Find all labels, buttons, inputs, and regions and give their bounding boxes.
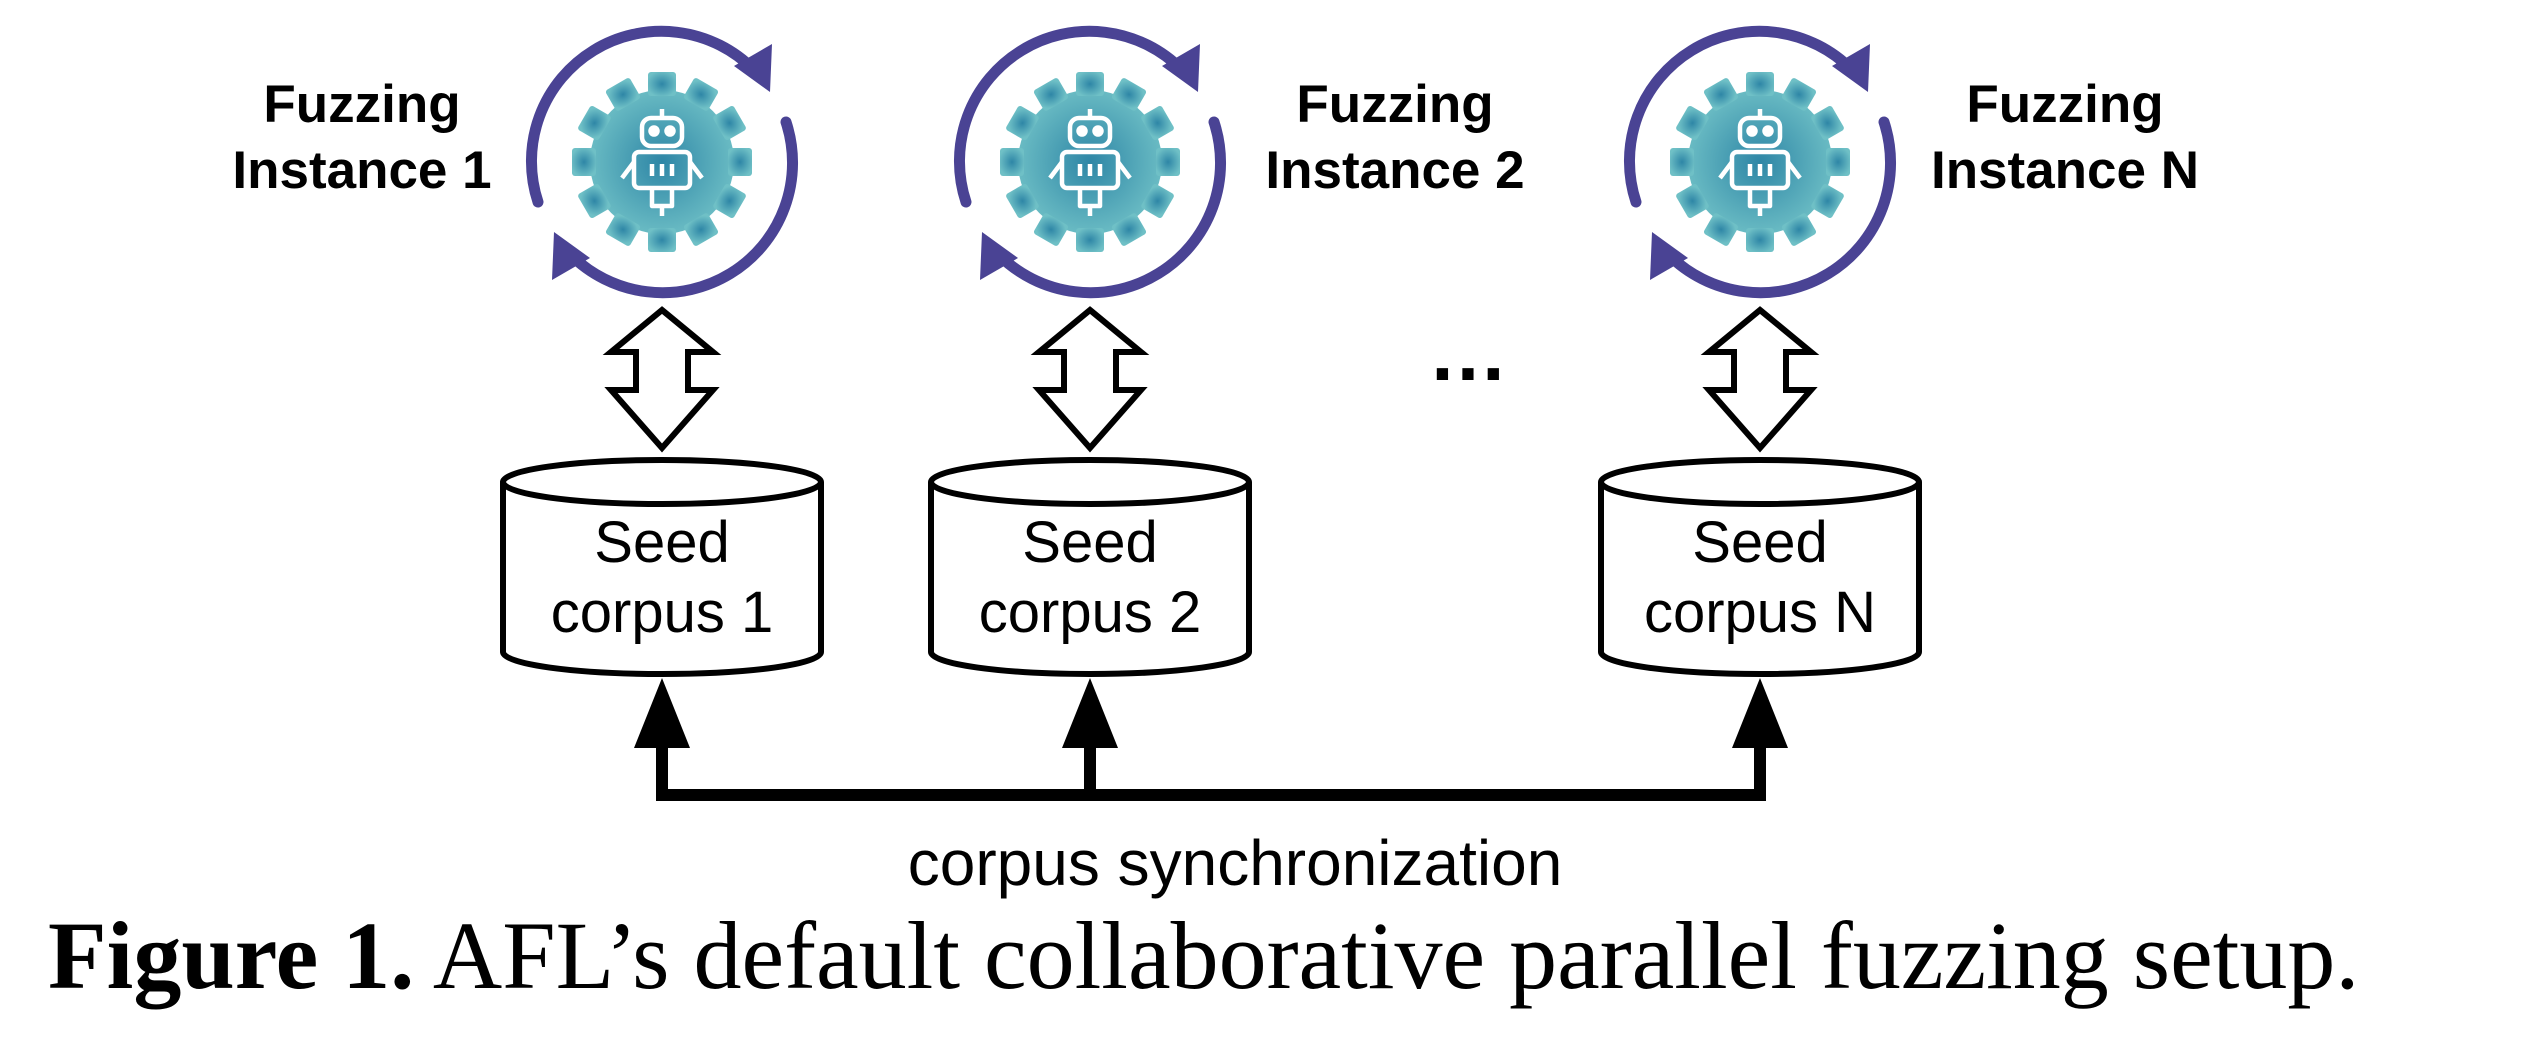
caption-prefix: Figure 1. xyxy=(48,902,415,1009)
instance-2-label-line2: Instance 2 xyxy=(1265,141,1524,200)
instance-2-label-line1: Fuzzing xyxy=(1296,75,1493,134)
instance-2-fuzzer-icon xyxy=(954,25,1226,299)
sync-arrowhead-1 xyxy=(634,678,690,748)
fuzzing-instance-n: Fuzzing Instance N xyxy=(1598,25,2199,677)
gear-icon xyxy=(1670,72,1850,252)
seed-corpus-2-cylinder xyxy=(928,457,1252,677)
fuzzing-instance-1: Fuzzing Instance 1 xyxy=(232,25,824,677)
corpus-sync-bus xyxy=(656,734,1766,801)
double-arrow-icon xyxy=(1030,306,1150,453)
cycle-arrows-icon xyxy=(954,25,1226,299)
sync-arrowhead-n xyxy=(1732,678,1788,748)
robot-icon xyxy=(1048,109,1132,216)
gear-icon xyxy=(572,72,752,252)
gear-icon xyxy=(1000,72,1180,252)
sync-arrowhead-2 xyxy=(1062,678,1118,748)
seed-corpus-n-cylinder xyxy=(1598,457,1922,677)
instance-1-label-line1: Fuzzing xyxy=(263,75,460,134)
figure-caption: Figure 1. AFL’s default collaborative pa… xyxy=(48,900,2359,1011)
seed-corpus-n-line2: corpus N xyxy=(1644,580,1876,645)
instance-n-label-line2: Instance N xyxy=(1931,141,2199,200)
sync-label: corpus synchronization xyxy=(908,827,1563,899)
instance-1-fuzzer-icon xyxy=(526,25,798,299)
robot-icon xyxy=(620,109,704,216)
seed-corpus-n-line1: Seed xyxy=(1692,510,1827,575)
seed-corpus-2-line2: corpus 2 xyxy=(979,580,1201,645)
cycle-arrows-icon xyxy=(1624,25,1896,299)
double-arrow-icon xyxy=(602,306,722,453)
caption-text: AFL’s default collaborative parallel fuz… xyxy=(432,902,2360,1009)
fuzzing-instance-2: Fuzzing Instance 2 xyxy=(928,25,1525,677)
seed-corpus-2-line1: Seed xyxy=(1022,510,1157,575)
robot-icon xyxy=(1718,109,1802,216)
instance-1-label-line2: Instance 1 xyxy=(232,141,491,200)
instance-n-label-line1: Fuzzing xyxy=(1966,75,2163,134)
double-arrow-icon xyxy=(1700,306,1820,453)
cycle-arrows-icon xyxy=(526,25,798,299)
ellipsis: … xyxy=(1428,308,1508,397)
seed-corpus-1-line1: Seed xyxy=(594,510,729,575)
seed-corpus-1-cylinder xyxy=(500,457,824,677)
seed-corpus-1-line2: corpus 1 xyxy=(551,580,773,645)
instance-n-fuzzer-icon xyxy=(1624,25,1896,299)
